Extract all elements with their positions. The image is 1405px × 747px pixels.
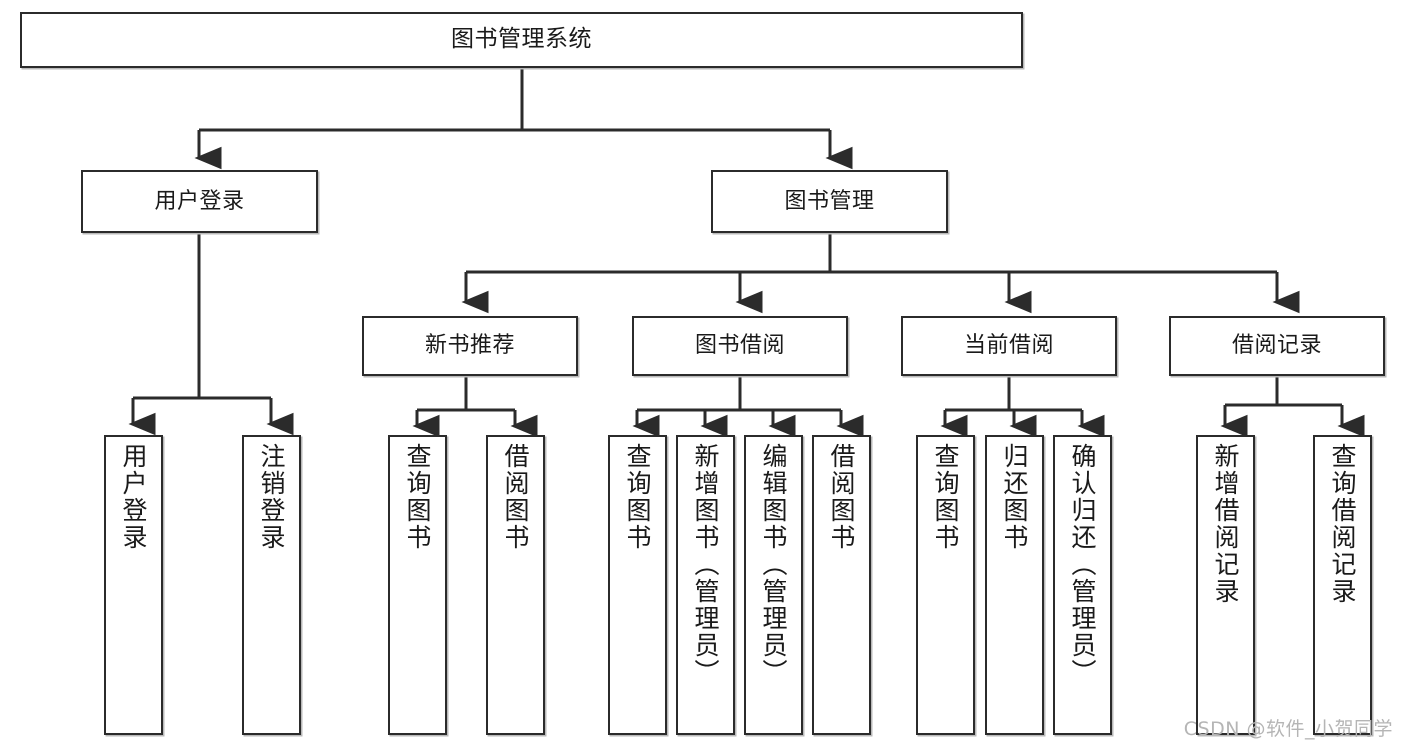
node-user-login[interactable]: 用户登录 <box>81 170 318 233</box>
leaf-current-confirm-return-admin[interactable]: 确认归还（管理员） <box>1053 435 1112 735</box>
node-label: 确认归还（管理员） <box>1068 443 1097 686</box>
leaf-borrow-edit-book-admin[interactable]: 编辑图书（管理员） <box>744 435 803 735</box>
leaf-user-login-logout[interactable]: 注销登录 <box>242 435 301 735</box>
node-label: 借阅图书 <box>501 443 530 551</box>
node-label: 借阅图书 <box>827 443 856 551</box>
watermark-text: CSDN @软件_小贺同学 <box>1183 718 1393 740</box>
node-label: 图书借阅 <box>694 333 785 359</box>
node-label: 查询图书 <box>623 443 652 551</box>
node-label: 借阅记录 <box>1231 333 1322 359</box>
node-borrow-record[interactable]: 借阅记录 <box>1169 316 1385 376</box>
leaf-current-return-book[interactable]: 归还图书 <box>985 435 1044 735</box>
leaf-borrow-query-book[interactable]: 查询图书 <box>608 435 667 735</box>
node-label: 编辑图书（管理员） <box>759 443 788 686</box>
node-label: 归还图书 <box>1000 443 1029 551</box>
node-label: 用户登录 <box>119 443 148 551</box>
node-label: 查询借阅记录 <box>1328 443 1357 605</box>
leaf-record-query-record[interactable]: 查询借阅记录 <box>1313 435 1372 735</box>
leaf-current-query-book[interactable]: 查询图书 <box>916 435 975 735</box>
node-new-book-recommend[interactable]: 新书推荐 <box>362 316 578 376</box>
node-label: 注销登录 <box>257 443 286 551</box>
leaf-borrow-add-book-admin[interactable]: 新增图书（管理员） <box>676 435 735 735</box>
node-current-borrow[interactable]: 当前借阅 <box>901 316 1117 376</box>
leaf-record-add-record[interactable]: 新增借阅记录 <box>1196 435 1255 735</box>
leaf-user-login-login[interactable]: 用户登录 <box>104 435 163 735</box>
leaf-recommend-borrow-book[interactable]: 借阅图书 <box>486 435 545 735</box>
node-label: 图书管理系统 <box>451 26 592 53</box>
node-label: 图书管理 <box>784 188 875 214</box>
node-label: 用户登录 <box>154 188 245 214</box>
node-label: 查询图书 <box>931 443 960 551</box>
node-label: 查询图书 <box>403 443 432 551</box>
node-label: 新增图书（管理员） <box>691 443 720 686</box>
node-book-borrow[interactable]: 图书借阅 <box>632 316 848 376</box>
leaf-recommend-query-book[interactable]: 查询图书 <box>388 435 447 735</box>
node-label: 当前借阅 <box>963 333 1054 359</box>
node-root-system[interactable]: 图书管理系统 <box>20 12 1023 68</box>
node-label: 新书推荐 <box>424 333 515 359</box>
node-book-management[interactable]: 图书管理 <box>711 170 948 233</box>
leaf-borrow-borrow-book[interactable]: 借阅图书 <box>812 435 871 735</box>
node-label: 新增借阅记录 <box>1211 443 1240 605</box>
